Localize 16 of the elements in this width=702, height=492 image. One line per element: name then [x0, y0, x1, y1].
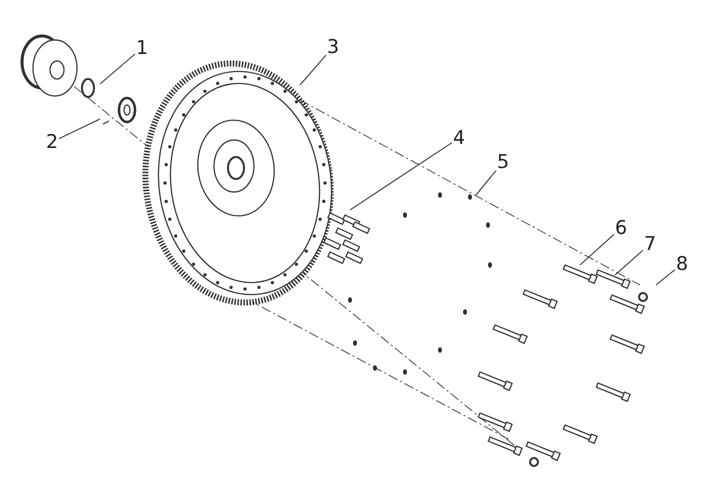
- leader-line: [614, 250, 644, 276]
- callout-number: 7: [643, 234, 658, 254]
- callout-number: 3: [326, 37, 340, 57]
- leader-line: [350, 142, 452, 210]
- callout-number: 5: [496, 152, 510, 172]
- leader-line: [300, 54, 326, 86]
- callout-number: 4: [452, 128, 466, 148]
- leader-line: [58, 118, 100, 140]
- callout-number: 2: [45, 132, 60, 152]
- leader-line: [580, 234, 614, 266]
- leader-line: [100, 54, 136, 84]
- callout-number: 6: [614, 218, 628, 238]
- callout-number: 1: [135, 38, 150, 58]
- leader-line: [656, 269, 676, 286]
- leader-line: [476, 170, 496, 196]
- callout-number: 8: [675, 254, 690, 274]
